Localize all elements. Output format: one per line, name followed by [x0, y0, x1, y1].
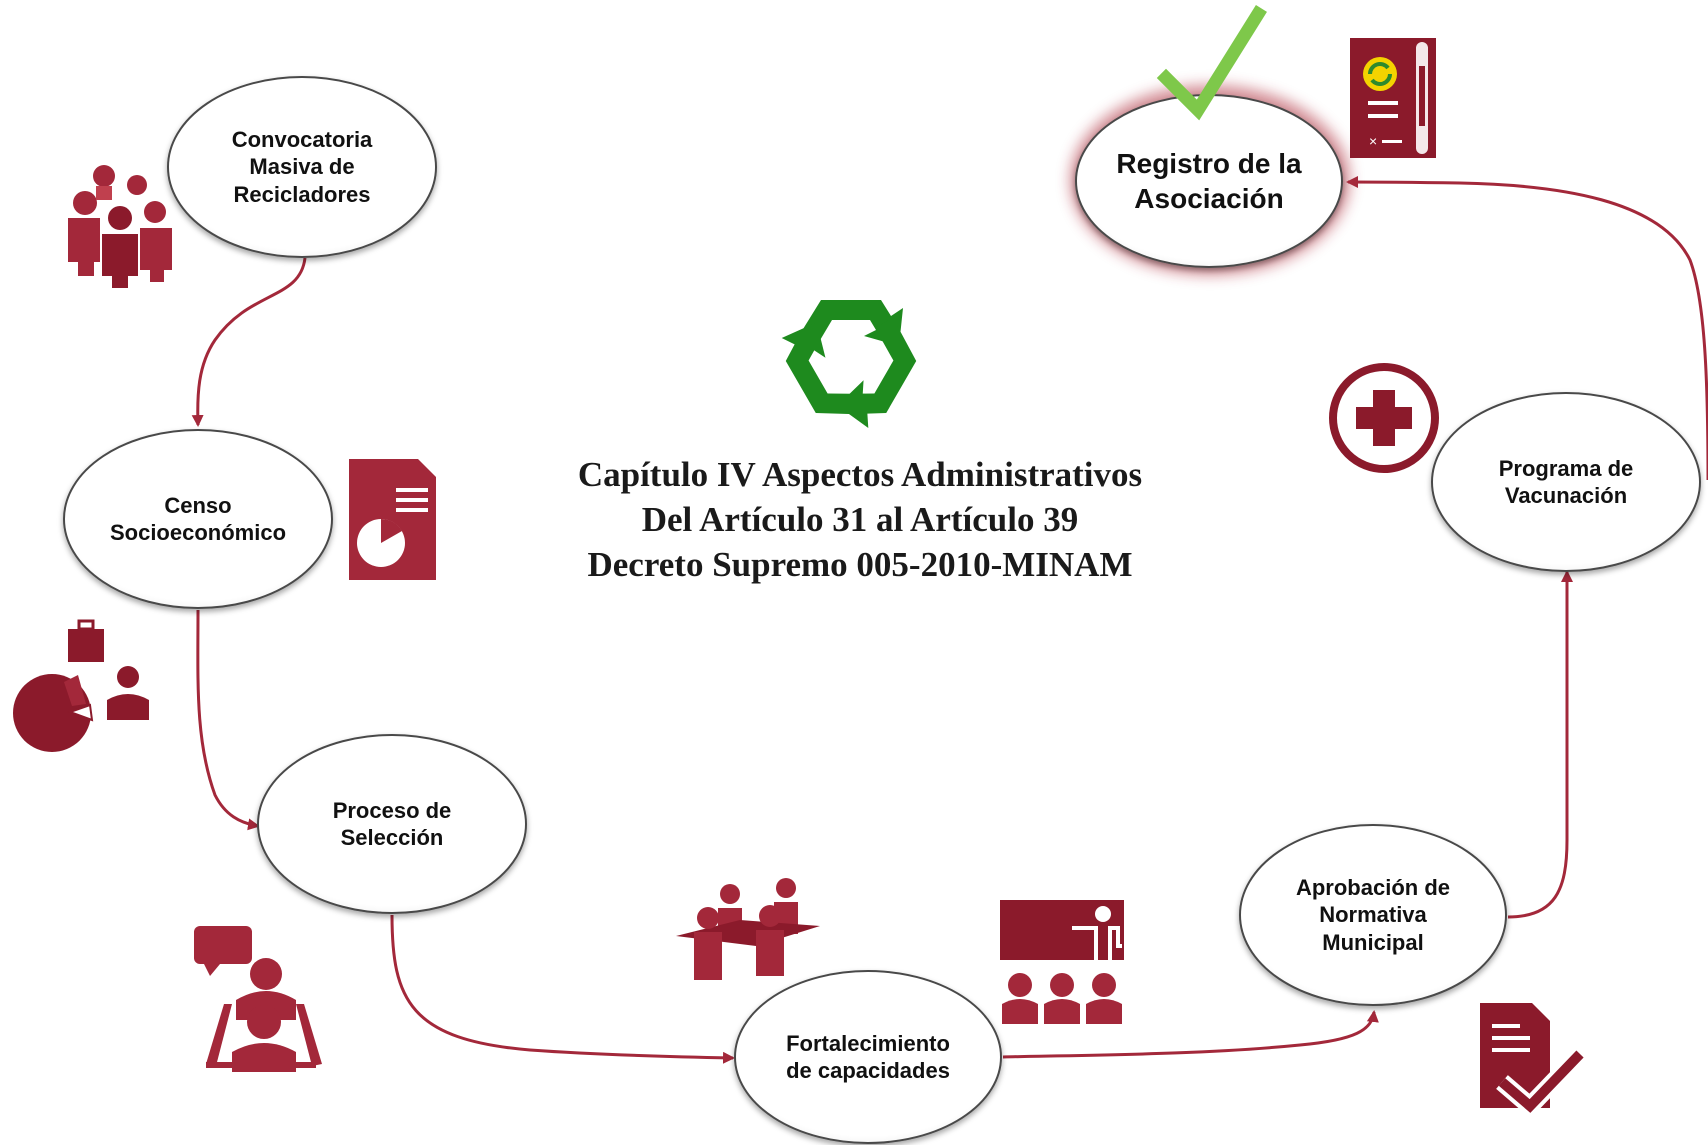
node-vacunacion-shape [1431, 392, 1701, 572]
node-convocatoria: Convocatoria Masiva de Recicladores [168, 77, 436, 257]
report-pie-chart-icon [349, 459, 436, 580]
node-vacunacion: Programa de Vacunación [1432, 393, 1700, 571]
node-convocatoria-shape [167, 76, 437, 258]
node-fortalecimiento-label: Fortalecimiento de capacidades [786, 1030, 950, 1084]
recycle-icon [781, 300, 917, 429]
connector-normativa-vacunacion [1507, 570, 1573, 919]
connector-fortalecimiento-normativa [1002, 1010, 1379, 1059]
node-normativa-label: Aprobación de Normativa Municipal [1295, 874, 1450, 955]
team-meeting-icon [676, 878, 820, 980]
node-seleccion: Proceso de Selección [258, 735, 526, 913]
checkmark-icon [1156, 5, 1267, 121]
connector-convocatoria-censo [191, 257, 307, 427]
svg-text:×: × [1369, 133, 1377, 149]
node-fortalecimiento-shape [734, 970, 1002, 1144]
registration-certificate-icon: × [1350, 38, 1436, 158]
title-line-3: Decreto Supremo 005-2010-MINAM [587, 545, 1133, 584]
connector-vacunacion-registro [1346, 176, 1708, 481]
node-registro: Registro de la Asociación [1076, 95, 1342, 267]
diagram-title: Capítulo IV Aspectos Administrativos Del… [520, 452, 1200, 587]
connector-seleccion-fortalecimiento [390, 914, 735, 1064]
node-censo-shape [63, 429, 333, 609]
title-line-2: Del Artículo 31 al Artículo 39 [641, 500, 1079, 539]
node-convocatoria-label: Convocatoria Masiva de Recicladores [231, 126, 373, 207]
node-seleccion-label: Proceso de Selección [332, 797, 452, 851]
node-censo-label: Censo Socioeconómico [109, 492, 287, 546]
node-registro-label: Registro de la Asociación [1116, 148, 1302, 214]
connector-censo-seleccion [196, 609, 260, 831]
approved-document-icon [1480, 1003, 1587, 1119]
pie-chart-person-icon [13, 619, 149, 752]
node-vacunacion-label: Programa de Vacunación [1498, 455, 1634, 509]
node-censo: Censo Socioeconómico [64, 430, 332, 608]
node-shapes [63, 76, 1701, 1144]
interview-icon [194, 926, 322, 1072]
training-icon [1000, 900, 1124, 1024]
people-group-icon [68, 165, 172, 288]
title-line-1: Capítulo IV Aspectos Administrativos [577, 455, 1143, 494]
medical-cross-icon [1329, 363, 1439, 473]
node-normativa-shape [1239, 824, 1507, 1006]
node-normativa: Aprobación de Normativa Municipal [1240, 825, 1506, 1005]
node-seleccion-shape [257, 734, 527, 914]
connectors [191, 176, 1708, 1064]
node-fortalecimiento: Fortalecimiento de capacidades [735, 971, 1001, 1143]
